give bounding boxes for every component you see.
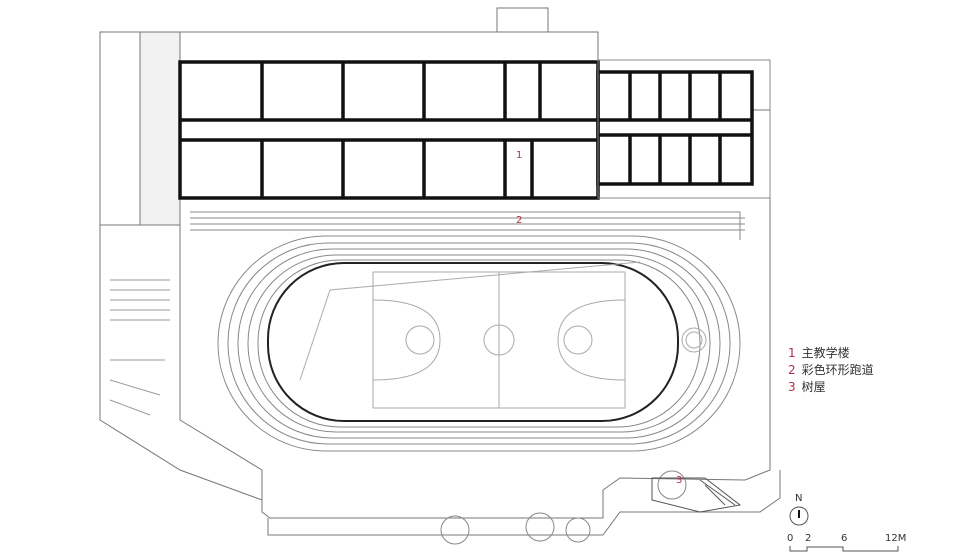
north-boundary <box>140 31 599 65</box>
west-paving <box>139 31 181 226</box>
legend-text: 主教学楼 <box>801 346 850 360</box>
plan-label-2: 2 <box>516 215 523 226</box>
legend-item: 2 彩色环形跑道 <box>788 362 874 379</box>
north-arrow <box>789 506 809 526</box>
scale-tick: 2 <box>805 533 812 544</box>
main-building <box>178 60 754 200</box>
scale-tick: 12M <box>885 533 907 544</box>
trees <box>440 470 687 545</box>
legend-text: 彩色环形跑道 <box>801 363 874 377</box>
west-strip <box>99 31 141 226</box>
plan-label-1: 1 <box>516 150 523 161</box>
north-stair <box>496 7 549 33</box>
sports-field-boundary <box>179 197 771 519</box>
east-edge <box>752 109 771 198</box>
legend-item: 3 树屋 <box>788 379 874 396</box>
running-track <box>190 211 745 452</box>
north-label: N <box>795 493 803 504</box>
scale-tick: 0 <box>787 533 794 544</box>
scale-bar <box>789 546 899 552</box>
legend-num: 2 <box>788 363 796 377</box>
scale-tick: 6 <box>841 533 848 544</box>
west-stairs-edge <box>99 225 263 501</box>
basketball-court <box>299 261 707 409</box>
legend-num: 1 <box>788 346 796 360</box>
west-stairs <box>109 279 170 416</box>
south-boundary <box>267 470 781 536</box>
legend-num: 3 <box>788 380 796 394</box>
legend: 1 主教学楼 2 彩色环形跑道 3 树屋 <box>788 345 874 396</box>
legend-text: 树屋 <box>801 380 826 394</box>
tree-house <box>651 477 742 513</box>
east-wing-outline <box>597 59 771 199</box>
plan-label-3: 3 <box>676 475 683 486</box>
legend-item: 1 主教学楼 <box>788 345 874 362</box>
